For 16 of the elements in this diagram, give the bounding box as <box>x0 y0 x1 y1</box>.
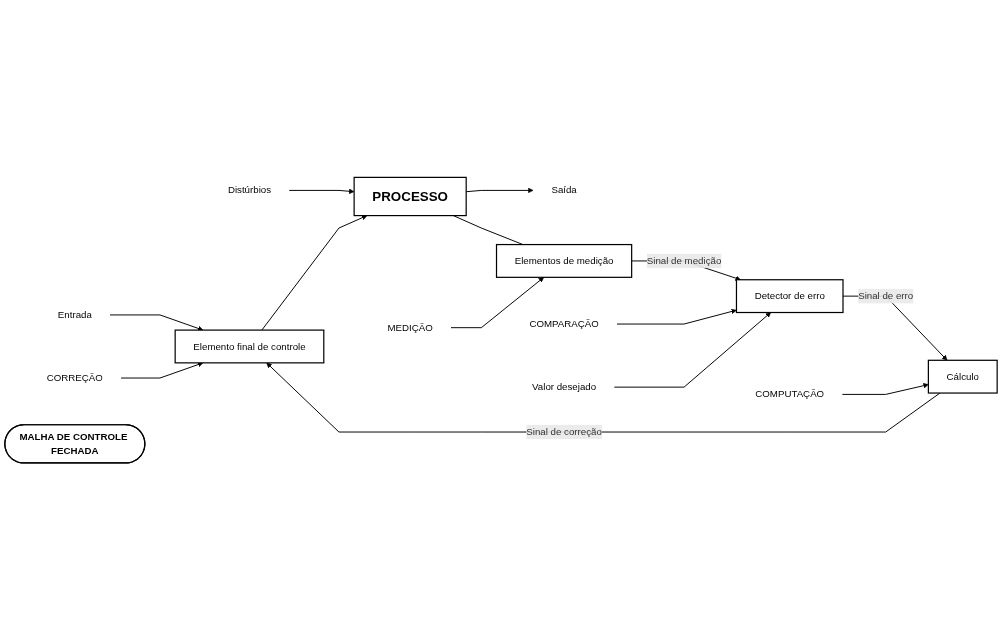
edge-label: Sinal de erro <box>858 290 914 301</box>
node-box: Elemento final de controle <box>174 329 325 364</box>
edge-label: Sinal de correção <box>526 426 602 437</box>
node-text: Distúrbios <box>227 184 272 196</box>
node-text: CORREÇÃO <box>46 372 103 383</box>
node-box: Elementos de medição <box>495 243 633 278</box>
node-text: Entrada <box>57 309 92 320</box>
node-box: Detector de erro <box>735 279 844 314</box>
edge-label: Sinal de medição <box>646 255 722 266</box>
node-box: PROCESSO <box>353 176 467 217</box>
node-text: MEDIÇÃO <box>387 322 433 333</box>
node-text: Saída <box>551 184 577 196</box>
node-text: COMPUTAÇÃO <box>755 388 825 400</box>
node-text: Valor desejado <box>532 381 597 392</box>
node-text: COMPARAÇÃO <box>529 318 599 329</box>
node-box: Cálculo <box>927 359 998 394</box>
